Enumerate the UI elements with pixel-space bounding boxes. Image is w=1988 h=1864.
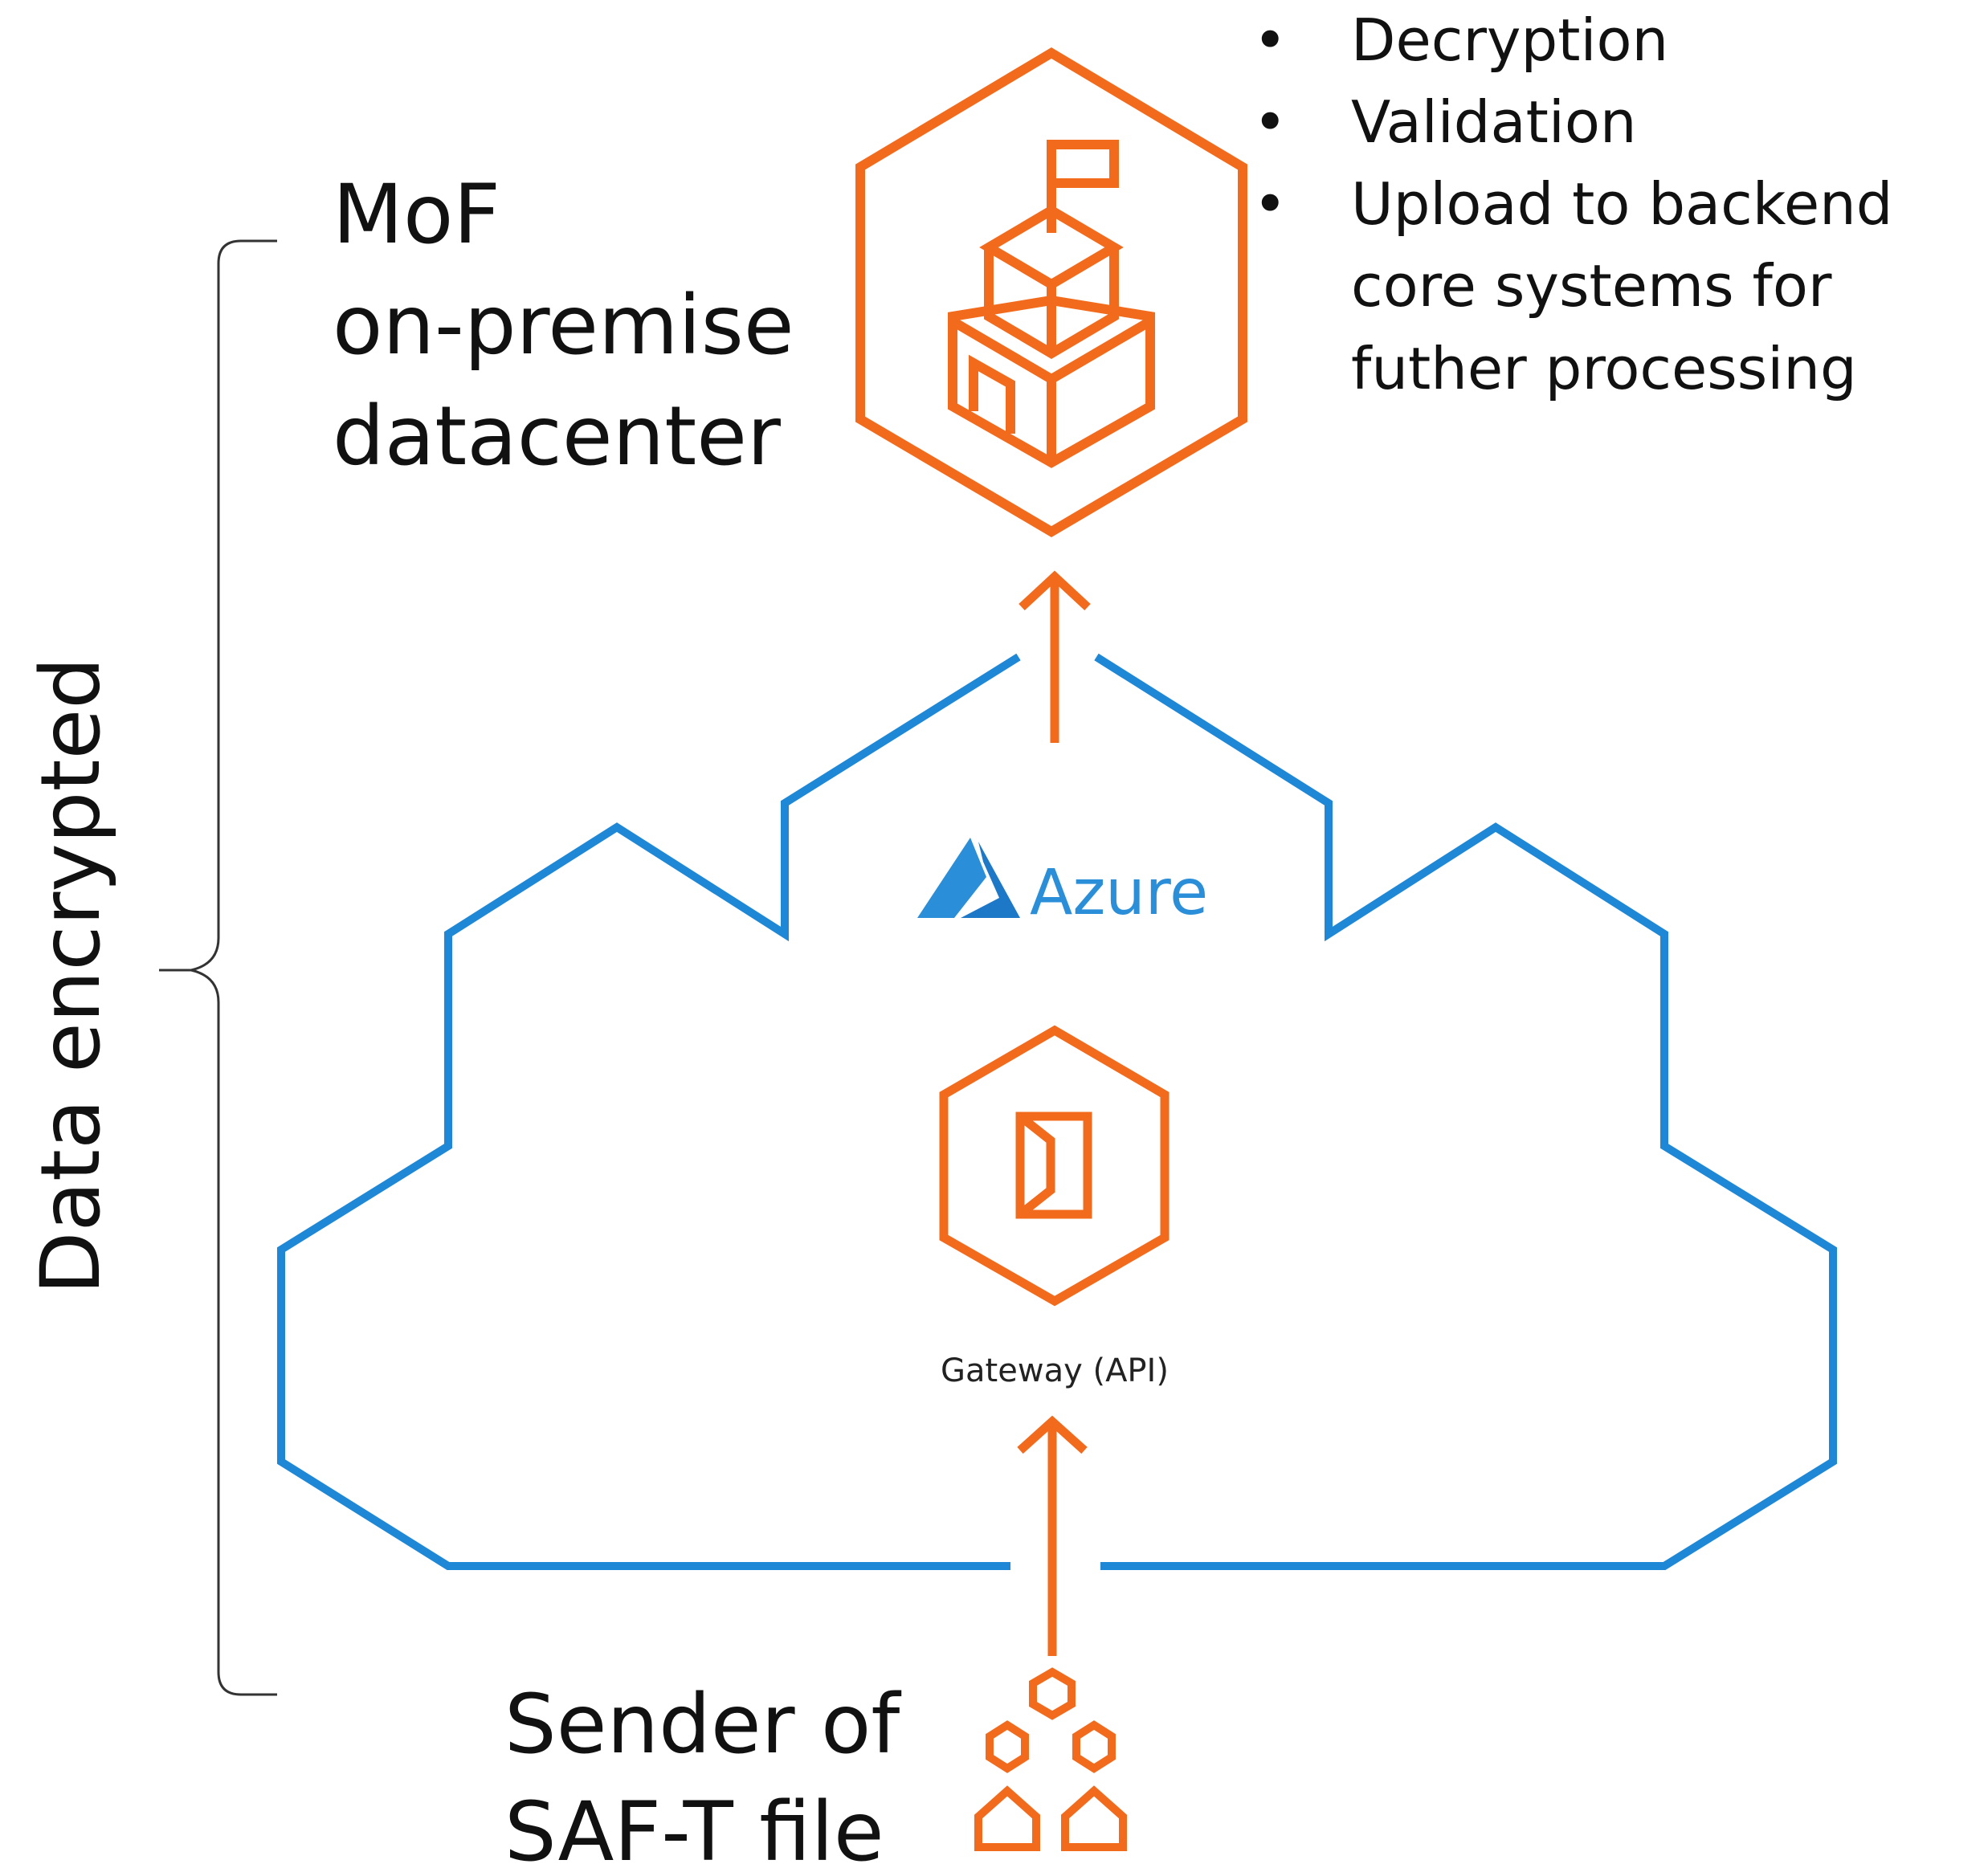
azure-cloud-outline [277,653,1837,1570]
users-group-icon [974,1667,1127,1851]
gateway-label: Gateway (API) [941,1352,1169,1389]
sender-label-line-2: SAF-T file [504,1784,884,1864]
step-1: Decryption [1351,6,1668,74]
encryption-bracket [159,239,277,1696]
datacenter-hexagon [855,47,1247,537]
bracket-label: Data encrypted [23,657,119,1295]
datacenter-label-line-2: on-premise [333,278,794,373]
datacenter-label: MoF on-premise datacenter [333,167,820,484]
datacenter-label-line-3: datacenter [333,389,781,484]
processing-steps: • Decryption • Validation • Upload to ba… [1253,6,1911,402]
building-flag-icon [855,47,1247,537]
step-3: Upload to backend core systems for futhe… [1351,170,1911,402]
step-bullet-1: • [1253,6,1287,74]
azure-logo-icon [917,838,1020,918]
step-bullet-3: • [1253,170,1287,238]
gateway-hexagon [939,1025,1170,1307]
upload-arrow [1018,570,1091,743]
azure-brand-text: Azure [1030,857,1208,929]
api-gateway-icon [939,1025,1170,1307]
datacenter-label-line-1: MoF [333,167,500,263]
step-3-line-1: Upload to backend [1351,170,1893,238]
step-bullet-2: • [1253,88,1287,156]
step-2: Validation [1351,88,1637,156]
step-3-line-2: core systems for [1351,252,1832,320]
send-arrow [1017,1415,1088,1656]
step-3-line-3: futher processing [1351,335,1857,402]
sender-label-line-1: Sender of [504,1677,901,1772]
sender-label: Sender of SAF-T file [504,1677,926,1864]
